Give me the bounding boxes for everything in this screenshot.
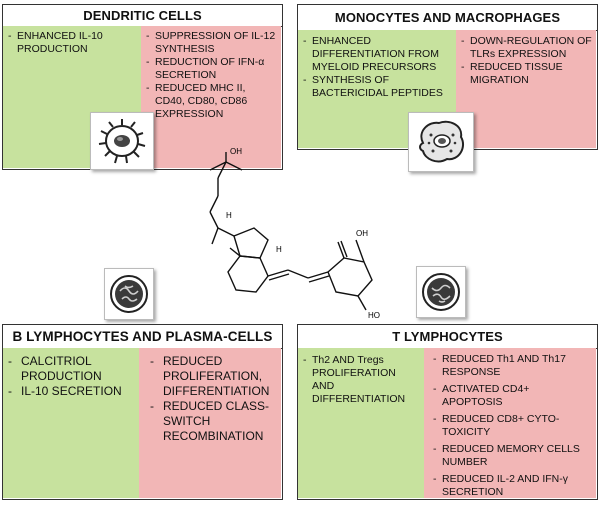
molecule-label: H: [276, 245, 282, 254]
effect-item: SUPPRESSION OF IL-12 SYNTHESIS: [145, 30, 277, 56]
panel-title: B LYMPHOCYTES AND PLASMA-CELLS: [3, 325, 282, 349]
b-lymphocytes-panel: B LYMPHOCYTES AND PLASMA-CELLS CALCITRIO…: [2, 324, 283, 500]
panel-title: DENDRITIC CELLS: [3, 5, 282, 27]
dendritic-cells-panel: DENDRITIC CELLS ENHANCED IL-10 PRODUCTIO…: [2, 4, 283, 170]
reduced-effects-column: REDUCED PROLIFERATION, DIFFERENTIATION R…: [139, 348, 281, 498]
effect-item: Th2 AND Tregs PROLIFERATION AND DIFFEREN…: [302, 354, 420, 406]
effect-item: REDUCED MHC II, CD40, CD80, CD86 EXPRESS…: [145, 82, 277, 121]
effect-item: DOWN-REGULATION OF TLRs EXPRESSION: [460, 35, 592, 61]
effect-item: CALCITRIOL PRODUCTION: [7, 354, 135, 384]
panel-title: T LYMPHOCYTES: [298, 325, 597, 349]
effect-item: REDUCED CD8+ CYTO-TOXICITY: [432, 413, 592, 439]
effect-item: REDUCED PROLIFERATION, DIFFERENTIATION: [149, 354, 275, 399]
molecule-label: HO: [368, 311, 380, 320]
effect-item: ENHANCED DIFFERENTIATION FROM MYELOID PR…: [302, 35, 452, 74]
molecule-label: OH: [230, 147, 242, 156]
t-cell-icon: [416, 266, 466, 318]
effect-item: REDUCED Th1 AND Th17 RESPONSE: [432, 353, 592, 379]
molecule-label: OH: [356, 229, 368, 238]
effect-item: ACTIVATED CD4+ APOPTOSIS: [432, 383, 592, 409]
effect-item: ENHANCED IL-10 PRODUCTION: [7, 30, 137, 56]
reduced-effects-column: DOWN-REGULATION OF TLRs EXPRESSION REDUC…: [456, 30, 596, 148]
calcitriol-molecule-diagram: OH H H OH HO: [209, 147, 380, 320]
enhanced-effects-column: CALCITRIOL PRODUCTION IL-10 SECRETION: [3, 348, 139, 498]
effect-item: IL-10 SECRETION: [7, 384, 135, 399]
effect-item: SYNTHESIS OF BACTERICIDAL PEPTIDES: [302, 74, 452, 100]
dendritic-cell-icon: [90, 112, 154, 170]
effect-item: REDUCED MEMORY CELLS NUMBER: [432, 443, 592, 469]
effect-item: REDUCED CLASS-SWITCH RECOMBINATION: [149, 399, 275, 444]
molecule-label: H: [226, 211, 232, 220]
reduced-effects-column: REDUCED Th1 AND Th17 RESPONSE ACTIVATED …: [424, 348, 596, 498]
reduced-effects-column: SUPPRESSION OF IL-12 SYNTHESIS REDUCTION…: [141, 26, 281, 168]
t-lymphocytes-panel: T LYMPHOCYTES Th2 AND Tregs PROLIFERATIO…: [297, 324, 598, 500]
panel-title: MONOCYTES AND MACROPHAGES: [298, 5, 597, 31]
effect-item: REDUCTION OF IFN-α SECRETION: [145, 56, 277, 82]
effect-item: REDUCED TISSUE MIGRATION: [460, 61, 592, 87]
b-cell-icon: [104, 268, 154, 320]
enhanced-effects-column: Th2 AND Tregs PROLIFERATION AND DIFFEREN…: [298, 348, 424, 498]
effect-item: REDUCED IL-2 AND IFN-γ SECRETION: [432, 473, 592, 499]
macrophage-icon: [408, 112, 474, 172]
